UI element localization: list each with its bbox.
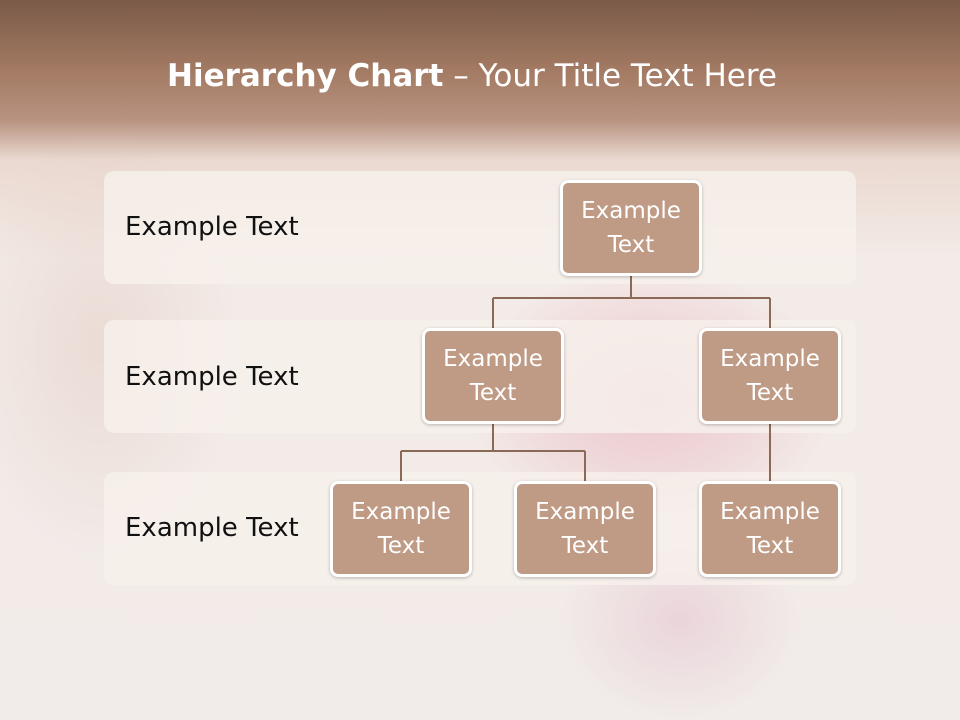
node-level3-left-text: Example Text: [351, 499, 451, 559]
node-level2-right-text: Example Text: [720, 346, 820, 406]
node-level3-middle-text: Example Text: [535, 499, 635, 559]
node-level3-right-text: Example Text: [720, 499, 820, 559]
hierarchy-node-level3-left: Example Text: [330, 481, 472, 577]
level-label-2: Example Text: [125, 362, 299, 392]
level-label-3: Example Text: [125, 513, 299, 543]
level-band-1: [104, 171, 856, 284]
title-bold: Hierarchy Chart: [167, 58, 444, 94]
hierarchy-node-level3-right: Example Text: [699, 481, 841, 577]
title-rest: – Your Title Text Here: [443, 58, 777, 94]
node-level2-left-text: Example Text: [443, 346, 543, 406]
hierarchy-node-root: Example Text: [560, 180, 702, 276]
hierarchy-node-level2-right: Example Text: [699, 328, 841, 424]
node-root-text: Example Text: [581, 198, 681, 258]
hierarchy-node-level3-middle: Example Text: [514, 481, 656, 577]
slide-title: Hierarchy Chart – Your Title Text Here: [0, 52, 944, 100]
level-label-1: Example Text: [125, 212, 299, 242]
hierarchy-node-level2-left: Example Text: [422, 328, 564, 424]
